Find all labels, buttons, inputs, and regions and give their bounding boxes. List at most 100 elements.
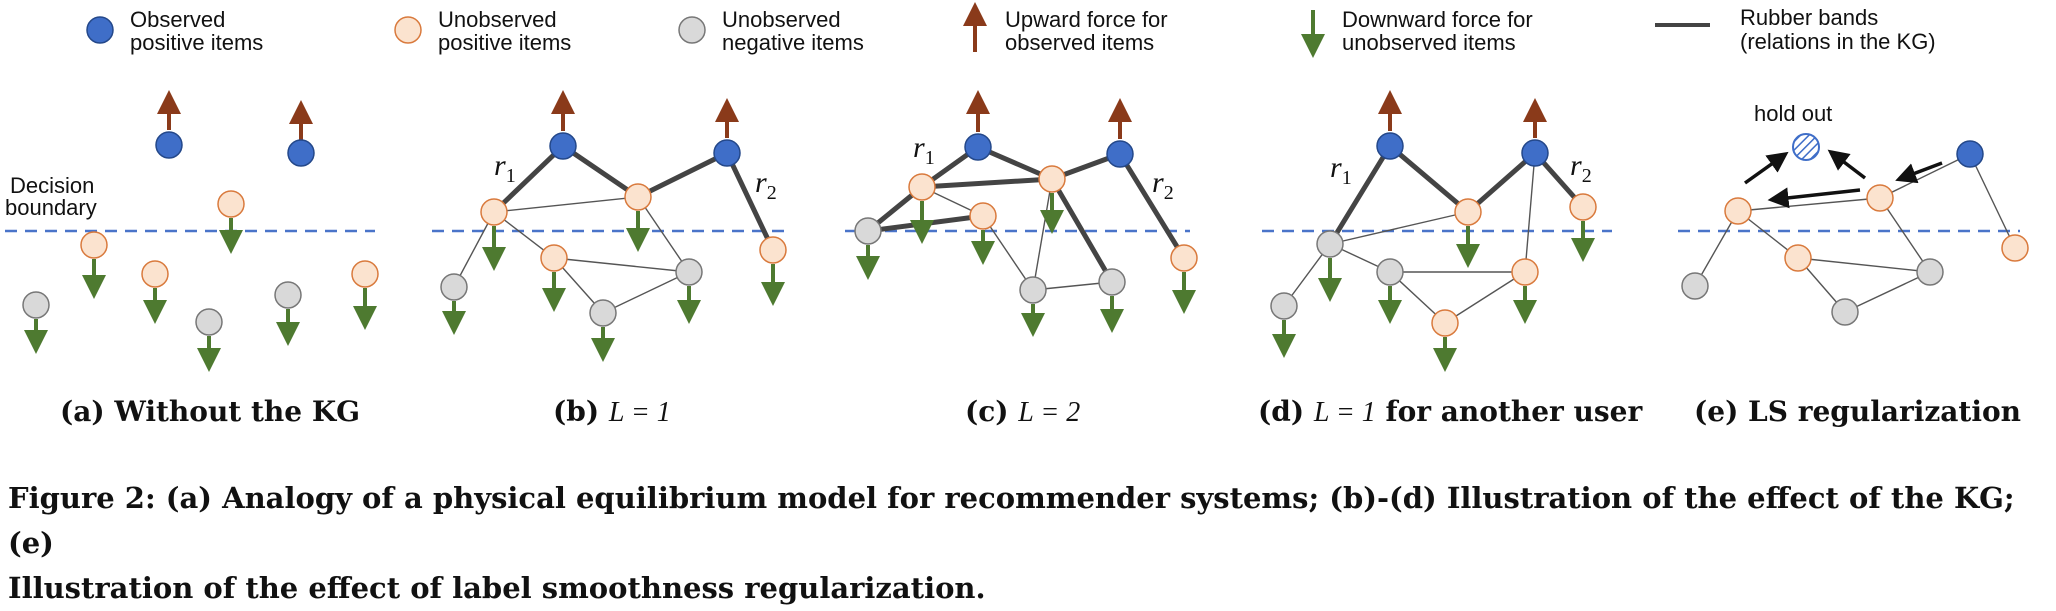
panel-c: r1 r2 (c) L = 2 [845,90,1198,428]
kg-relation-edge [1797,257,1931,273]
kg-thick-edge [1387,143,1471,215]
unobserved-negative-node [854,217,882,245]
unobserved-negative-node-icon [678,16,706,44]
legend-item-unobserved-positive: Unobserved positive items [394,7,571,55]
legend-label-line1: Observed [130,7,225,32]
unobserved-positive-node [1038,165,1066,193]
decision-boundary-label-line1: Decision [10,173,94,198]
kg-relation-edge [1524,152,1536,273]
legend-label-line1: Unobserved [438,7,557,32]
figure-caption: Figure 2: (a) Analogy of a physical equi… [8,476,2048,611]
unobserved-negative-node [675,258,703,286]
kg-relation-edge [1969,153,2016,249]
propagation-arrow [1895,161,1943,184]
unobserved-positive-node [1724,197,1752,225]
panel-a-label: (a) Without the KG [60,395,360,428]
panel-e: hold out (e) LS regularization [1678,101,2029,428]
propagation-arrow [1767,187,1861,209]
observed-positive-node [155,131,183,159]
panel-e-label: (e) LS regularization [1694,395,2021,428]
unobserved-positive-node [1431,309,1459,337]
legend-label-line2: observed items [1005,30,1154,55]
unobserved-negative-node [1270,292,1298,320]
relation-r1-label: r1 [494,149,516,187]
observed-positive-node [713,139,741,167]
unobserved-positive-node-icon [394,16,422,44]
unobserved-positive-node [1511,258,1539,286]
panel-a: Decision boundary (a) Without the KG [5,90,379,428]
kg-thick-edge [1465,150,1538,215]
unobserved-negative-node [1098,268,1126,296]
caption-line-2: Illustration of the effect of label smoo… [8,571,986,605]
unobserved-positive-node [80,231,108,259]
kg-relation-edge [637,196,690,273]
relation-r2-label: r2 [1570,149,1592,187]
kg-thick-edge [1117,151,1187,261]
unobserved-negative-node [1376,258,1404,286]
unobserved-positive-node [759,236,787,264]
caption-line-1: Figure 2: (a) Analogy of a physical equi… [8,481,2015,560]
relation-r2-label: r2 [1152,166,1174,204]
kg-thick-edge [1049,176,1115,285]
unobserved-positive-node [480,198,508,226]
panel-c-label: (c) L = 2 [965,395,1080,428]
relation-r1-label: r1 [913,131,935,169]
unobserved-negative-node [440,273,468,301]
kg-thick-edge [635,150,730,200]
kg-relation-edge [553,257,690,273]
unobserved-negative-node [1316,230,1344,258]
unobserved-negative-node [195,308,223,336]
unobserved-negative-node [22,291,50,319]
unobserved-positive-node [141,260,169,288]
relation-r2-label: r2 [755,166,777,204]
kg-relation-edge [1844,271,1931,313]
kg-thick-edge [491,143,566,215]
unobserved-negative-node [589,299,617,327]
legend-label-line2: unobserved items [1342,30,1516,55]
unobserved-positive-node [1170,244,1198,272]
propagation-arrow [1827,149,1867,180]
unobserved-negative-node [1916,258,1944,286]
kg-thick-edge [919,176,1055,190]
unobserved-positive-node [351,260,379,288]
kg-relation-edge [453,211,495,288]
legend-label-line1: Unobserved [722,7,841,32]
observed-positive-node [1376,132,1404,160]
unobserved-positive-node [1866,184,1894,212]
panel-d: r1 r2 (d) L = 1 for another user [1258,90,1643,428]
kg-relation-edge [1444,271,1526,324]
observed-positive-node [1106,140,1134,168]
kg-relation-edge [1737,197,1881,212]
legend-label-line2: (relations in the KG) [1740,29,1936,54]
kg-thick-edge [1327,143,1393,247]
unobserved-positive-node [217,190,245,218]
legend-item-upward-force: Upward force for observed items [963,2,1168,55]
unobserved-positive-node [908,173,936,201]
panel-d-label: (d) L = 1 for another user [1258,395,1643,428]
kg-thick-edge [724,150,776,253]
legend: Observed positive items Unobserved posit… [86,2,1936,58]
unobserved-negative-node [274,281,302,309]
unobserved-negative-node [1019,276,1047,304]
observed-positive-node [287,139,315,167]
legend-label-line1: Downward force for [1342,7,1533,32]
legend-label-line2: positive items [130,30,263,55]
hold-out-label: hold out [1754,101,1832,126]
kg-thick-edge [560,143,641,200]
unobserved-positive-node [624,183,652,211]
legend-item-observed-positive: Observed positive items [86,7,263,55]
unobserved-negative-node [1831,298,1859,326]
legend-label-line2: negative items [722,30,864,55]
panel-b-label: (b) L = 1 [553,395,671,428]
unobserved-positive-node [1569,193,1597,221]
kg-relation-edge [493,196,639,213]
propagation-arrow [1743,151,1789,185]
kg-relation-edge [1879,197,1931,273]
observed-positive-node [964,133,992,161]
legend-item-rubber-bands: Rubber bands (relations in the KG) [1655,5,1936,54]
legend-label-line1: Upward force for [1005,7,1168,32]
kg-relation-edge [602,271,690,314]
observed-positive-node [549,132,577,160]
kg-relation-edge [1032,178,1053,291]
observed-positive-node [1956,140,1984,168]
